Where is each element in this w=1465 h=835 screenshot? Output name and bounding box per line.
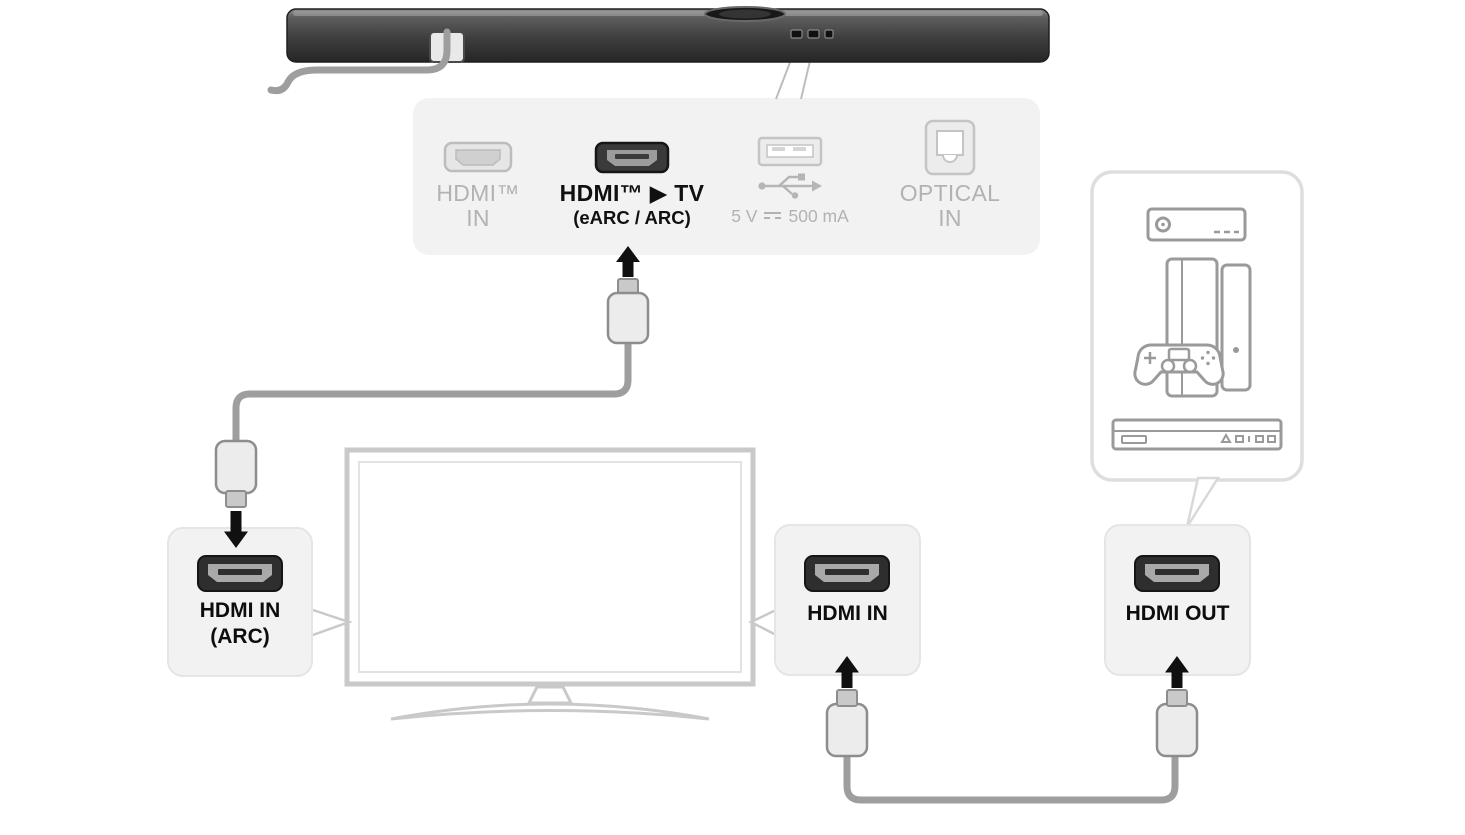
usb-current: 500 mA xyxy=(788,206,849,226)
label-line: IN xyxy=(938,205,962,231)
hdmi-cable-soundbar-to-arc xyxy=(232,341,632,441)
device-panel xyxy=(1090,170,1304,482)
optical-port-label: OPTICAL IN xyxy=(870,181,1030,231)
hdmi-arc-port-icon xyxy=(594,141,670,174)
rear-panel xyxy=(413,98,1040,255)
arrow-up-to-device-output xyxy=(1165,656,1189,688)
pointer-device-to-hdmiout xyxy=(1185,476,1221,528)
optical-port-icon xyxy=(924,119,976,176)
hdmi-cable-device-to-tv xyxy=(843,754,1179,804)
tv-hdmi-in-box xyxy=(774,524,921,676)
power-cable xyxy=(267,28,451,95)
label-line: (eARC / ARC) xyxy=(573,207,691,228)
device-hdmi-output-label: HDMI OUT xyxy=(1105,601,1250,627)
tv-arc-input-label: HDMI IN (ARC) xyxy=(168,598,312,650)
arrow-up-to-tv-input xyxy=(835,656,859,688)
hdmi-output-port-icon xyxy=(1134,555,1220,592)
arrow-down-to-arc-port xyxy=(224,511,248,548)
label-line: HDMI IN xyxy=(807,602,888,625)
dc-symbol-icon xyxy=(763,211,782,222)
label-line: (ARC) xyxy=(210,625,270,648)
soundbar xyxy=(286,6,1050,63)
usb-port-icon xyxy=(757,136,823,167)
hdmi-plug-to-soundbar xyxy=(606,278,650,345)
hdmi-plug-to-arc-box xyxy=(214,439,258,508)
label-line: HDMI IN xyxy=(199,599,281,622)
game-controller-icon xyxy=(1133,343,1225,386)
hdmi-arc-port-label: HDMI™ ▶ TV (eARC / ARC) xyxy=(537,181,727,229)
hdmi-plug-to-tv-input xyxy=(825,689,869,758)
label-line: HDMI OUT xyxy=(1125,602,1230,625)
label-line: OPTICAL xyxy=(899,180,1001,206)
set-top-box-icon xyxy=(1146,207,1247,242)
tv-stand-neck xyxy=(526,685,574,705)
tv-stand-base xyxy=(390,702,710,721)
hdmi-in-port-icon xyxy=(443,141,513,173)
tv-hdmi-input-label: HDMI IN xyxy=(775,601,920,627)
hdmi-in-port-label: HDMI™ IN xyxy=(398,181,558,231)
label-line: IN xyxy=(466,205,490,231)
arc-input-port-icon xyxy=(197,555,283,592)
label-line: HDMI™ ▶ TV xyxy=(559,180,705,206)
usb-voltage: 5 V xyxy=(731,206,758,226)
hdmi-out-box xyxy=(1104,524,1251,676)
disc-player-icon xyxy=(1111,418,1283,451)
usb-port-label: 5 V 500 mA xyxy=(705,206,875,226)
tv-hdmi-input-port-icon xyxy=(804,555,890,592)
hdmi-plug-to-device-output xyxy=(1155,689,1199,758)
usb-symbol-icon xyxy=(758,173,822,199)
arrow-up-to-soundbar-port xyxy=(616,246,640,277)
tv xyxy=(344,447,756,721)
pointer-arc-to-tv xyxy=(308,607,353,638)
label-line: HDMI™ xyxy=(436,180,520,206)
soundbar-rear-ports xyxy=(790,29,834,39)
